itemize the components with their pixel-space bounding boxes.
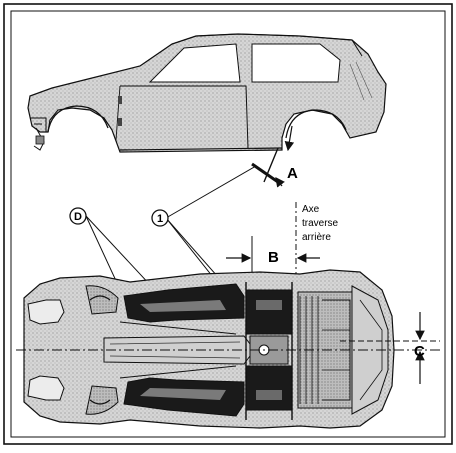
dimension-c-label: C — [414, 343, 425, 360]
callout-d-label: D — [74, 211, 82, 223]
section-cut-a: A — [251, 125, 298, 188]
car-body-side-view — [27, 33, 387, 153]
callout-1-label: 1 — [157, 213, 163, 225]
dimension-c: C — [414, 312, 425, 384]
underbody-plan-view — [23, 269, 395, 429]
axis-note-line3: arrière — [302, 232, 331, 243]
axis-note-line2: traverse — [302, 218, 339, 229]
callout-d: D — [69, 207, 87, 225]
frame-inner — [10, 10, 446, 438]
axis-note-line1: Axe — [302, 204, 320, 215]
dimension-a-label: A — [287, 165, 298, 182]
callout-1: 1 — [151, 209, 169, 227]
dimension-b-label: B — [268, 249, 279, 266]
